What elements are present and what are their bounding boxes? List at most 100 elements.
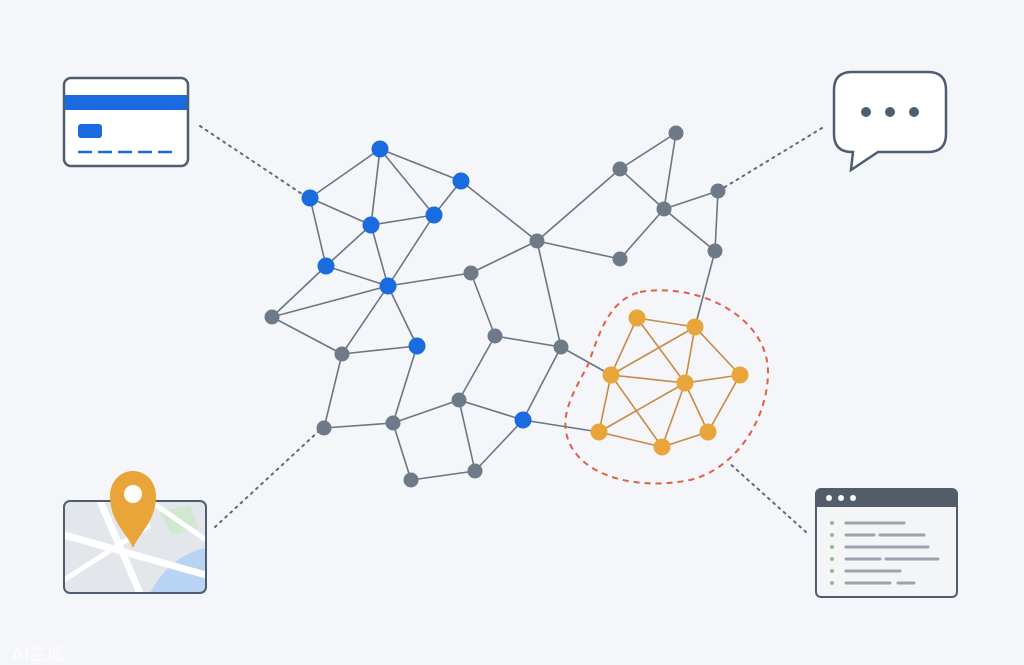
graph-edge xyxy=(379,148,462,182)
graph-edge xyxy=(694,250,716,328)
graph-edge xyxy=(707,374,741,433)
location-pin-icon xyxy=(110,471,156,548)
graph-node-gray xyxy=(451,392,467,408)
graph-edge xyxy=(474,419,524,472)
graph-edge xyxy=(271,316,343,355)
graph-edge xyxy=(379,148,435,216)
graph-node-blue xyxy=(362,216,380,234)
graph-edges xyxy=(271,132,741,481)
graph-edge xyxy=(392,345,418,424)
graph-node-orange xyxy=(653,438,671,456)
graph-edge xyxy=(458,399,476,472)
graph-node-gray xyxy=(612,161,628,177)
graph-edge xyxy=(663,208,716,252)
graph-edge xyxy=(458,335,496,401)
graph-node-gray xyxy=(707,243,723,259)
graph-nodes xyxy=(264,125,749,488)
graph-node-blue xyxy=(425,206,443,224)
graph-edge xyxy=(470,272,496,337)
graph-node-gray xyxy=(463,265,479,281)
graph-node-blue xyxy=(301,189,319,207)
graph-edge xyxy=(410,470,476,481)
graph-node-orange xyxy=(602,366,620,384)
graph-edge xyxy=(392,422,412,481)
graph-node-gray xyxy=(334,346,350,362)
graph-edge xyxy=(684,326,696,384)
graph-node-gray xyxy=(264,309,280,325)
code-line-marker xyxy=(830,557,834,561)
graph-edge xyxy=(323,353,343,429)
graph-edge xyxy=(341,285,389,355)
icon-connectors xyxy=(199,125,823,533)
graph-edge xyxy=(325,224,372,267)
graph-edge xyxy=(619,168,665,210)
graph-node-blue xyxy=(408,337,426,355)
graph-edge xyxy=(387,272,472,287)
graph-edge xyxy=(341,345,418,355)
graph-edge xyxy=(536,240,562,348)
credit-card-icon xyxy=(62,76,190,168)
graph-edge xyxy=(494,335,562,348)
graph-edge xyxy=(636,317,696,328)
graph-edge xyxy=(522,346,562,421)
graph-edge xyxy=(387,214,435,287)
graph-edge xyxy=(536,168,621,242)
graph-node-gray xyxy=(612,251,628,267)
code-line-marker xyxy=(830,569,834,573)
graph-edge xyxy=(387,285,418,347)
graph-node-blue xyxy=(371,140,389,158)
graph-edge xyxy=(663,132,677,210)
graph-edge xyxy=(661,382,686,448)
graph-node-orange xyxy=(731,366,749,384)
graph-node-gray xyxy=(487,328,503,344)
graph-node-gray xyxy=(403,472,419,488)
graph-edge xyxy=(370,148,381,226)
graph-node-orange xyxy=(699,423,717,441)
graph-node-blue xyxy=(317,257,335,275)
connector-chat xyxy=(719,127,823,191)
code-line-marker xyxy=(830,533,834,537)
graph-edge xyxy=(684,382,709,433)
graph-node-gray xyxy=(467,463,483,479)
graph-edge xyxy=(392,399,460,424)
graph-edge xyxy=(663,190,719,210)
connector-browser xyxy=(727,461,807,533)
graph-node-gray xyxy=(553,339,569,355)
graph-edge xyxy=(309,197,372,226)
graph-node-orange xyxy=(686,318,704,336)
graph-node-blue xyxy=(514,411,532,429)
graph-edge xyxy=(325,265,389,287)
graph-node-blue xyxy=(452,172,470,190)
graph-edge xyxy=(684,374,741,384)
chat-bubble-icon xyxy=(832,70,948,173)
graph-node-orange xyxy=(676,374,694,392)
graph-edge xyxy=(458,399,524,421)
graph-node-orange xyxy=(628,309,646,327)
graph-edge xyxy=(323,422,394,429)
graph-edge xyxy=(598,382,686,433)
graph-edge xyxy=(619,132,677,170)
graph-edge xyxy=(460,180,538,242)
graph-edge xyxy=(309,148,381,199)
graph-edge xyxy=(610,317,638,376)
graph-edge xyxy=(714,190,719,252)
graph-edge xyxy=(271,285,389,318)
graph-edge xyxy=(610,326,696,376)
connector-map xyxy=(214,429,321,528)
graph-edge xyxy=(560,346,612,376)
graph-node-gray xyxy=(385,415,401,431)
graph-edge xyxy=(636,317,686,384)
code-line-marker xyxy=(830,521,834,525)
browser-window-icon xyxy=(815,488,958,598)
cluster-outline xyxy=(564,289,770,485)
graph-edge xyxy=(271,265,327,318)
graph-edge xyxy=(536,240,621,260)
graph-edge xyxy=(610,374,686,384)
graph-node-gray xyxy=(656,201,672,217)
graph-edge xyxy=(598,374,612,433)
graph-edge xyxy=(370,214,435,226)
graph-edge xyxy=(694,326,741,376)
graph-edge xyxy=(598,431,663,448)
connector-card xyxy=(199,125,306,197)
